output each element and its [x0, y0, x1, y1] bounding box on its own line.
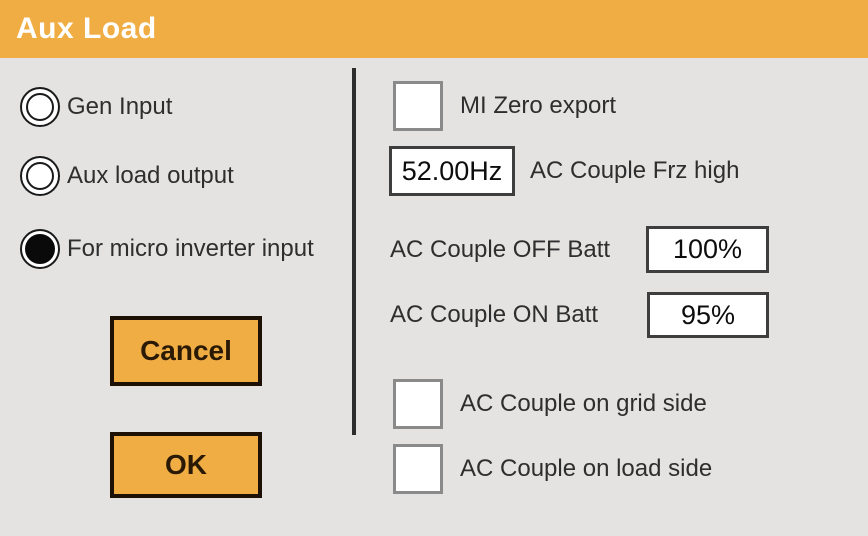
cancel-button[interactable]: Cancel	[110, 316, 262, 386]
radio-option-aux-load-output[interactable]: Aux load output	[20, 156, 234, 196]
radio-option-micro-inverter-input[interactable]: For micro inverter input	[20, 229, 314, 269]
mi-zero-export-label: MI Zero export	[460, 92, 617, 119]
dialog-header: Aux Load	[0, 0, 868, 58]
grid-side-checkbox[interactable]	[393, 379, 443, 429]
frz-high-label: AC Couple Frz high	[530, 157, 740, 184]
radio-label: Aux load output	[67, 162, 234, 189]
on-batt-label: AC Couple ON Batt	[390, 301, 599, 328]
radio-dot	[26, 162, 54, 190]
mi-zero-export-row: MI Zero export	[393, 81, 616, 131]
page-title: Aux Load	[16, 12, 157, 45]
radio-dot	[25, 234, 55, 264]
load-side-checkbox[interactable]	[393, 444, 443, 494]
vertical-divider	[352, 68, 356, 435]
radio-label: Gen Input	[67, 93, 173, 120]
load-side-row: AC Couple on load side	[393, 444, 712, 494]
grid-side-row: AC Couple on grid side	[393, 379, 707, 429]
grid-side-label: AC Couple on grid side	[460, 390, 707, 417]
radio-icon[interactable]	[20, 229, 60, 269]
on-batt-input[interactable]: 95%	[647, 292, 769, 338]
radio-label: For micro inverter input	[67, 235, 314, 262]
radio-icon[interactable]	[20, 156, 60, 196]
ok-button[interactable]: OK	[110, 432, 262, 498]
radio-dot	[26, 93, 54, 121]
off-batt-row: AC Couple OFF Batt 100%	[390, 226, 769, 273]
frz-high-input[interactable]: 52.00Hz	[389, 146, 515, 196]
on-batt-row: AC Couple ON Batt 95%	[390, 292, 769, 338]
off-batt-label: AC Couple OFF Batt	[390, 235, 611, 263]
radio-icon[interactable]	[20, 87, 60, 127]
load-side-label: AC Couple on load side	[460, 455, 713, 482]
off-batt-input[interactable]: 100%	[646, 226, 769, 273]
radio-option-gen-input[interactable]: Gen Input	[20, 87, 172, 127]
frz-high-row: 52.00Hz AC Couple Frz high	[389, 146, 739, 196]
mi-zero-export-checkbox[interactable]	[393, 81, 443, 131]
